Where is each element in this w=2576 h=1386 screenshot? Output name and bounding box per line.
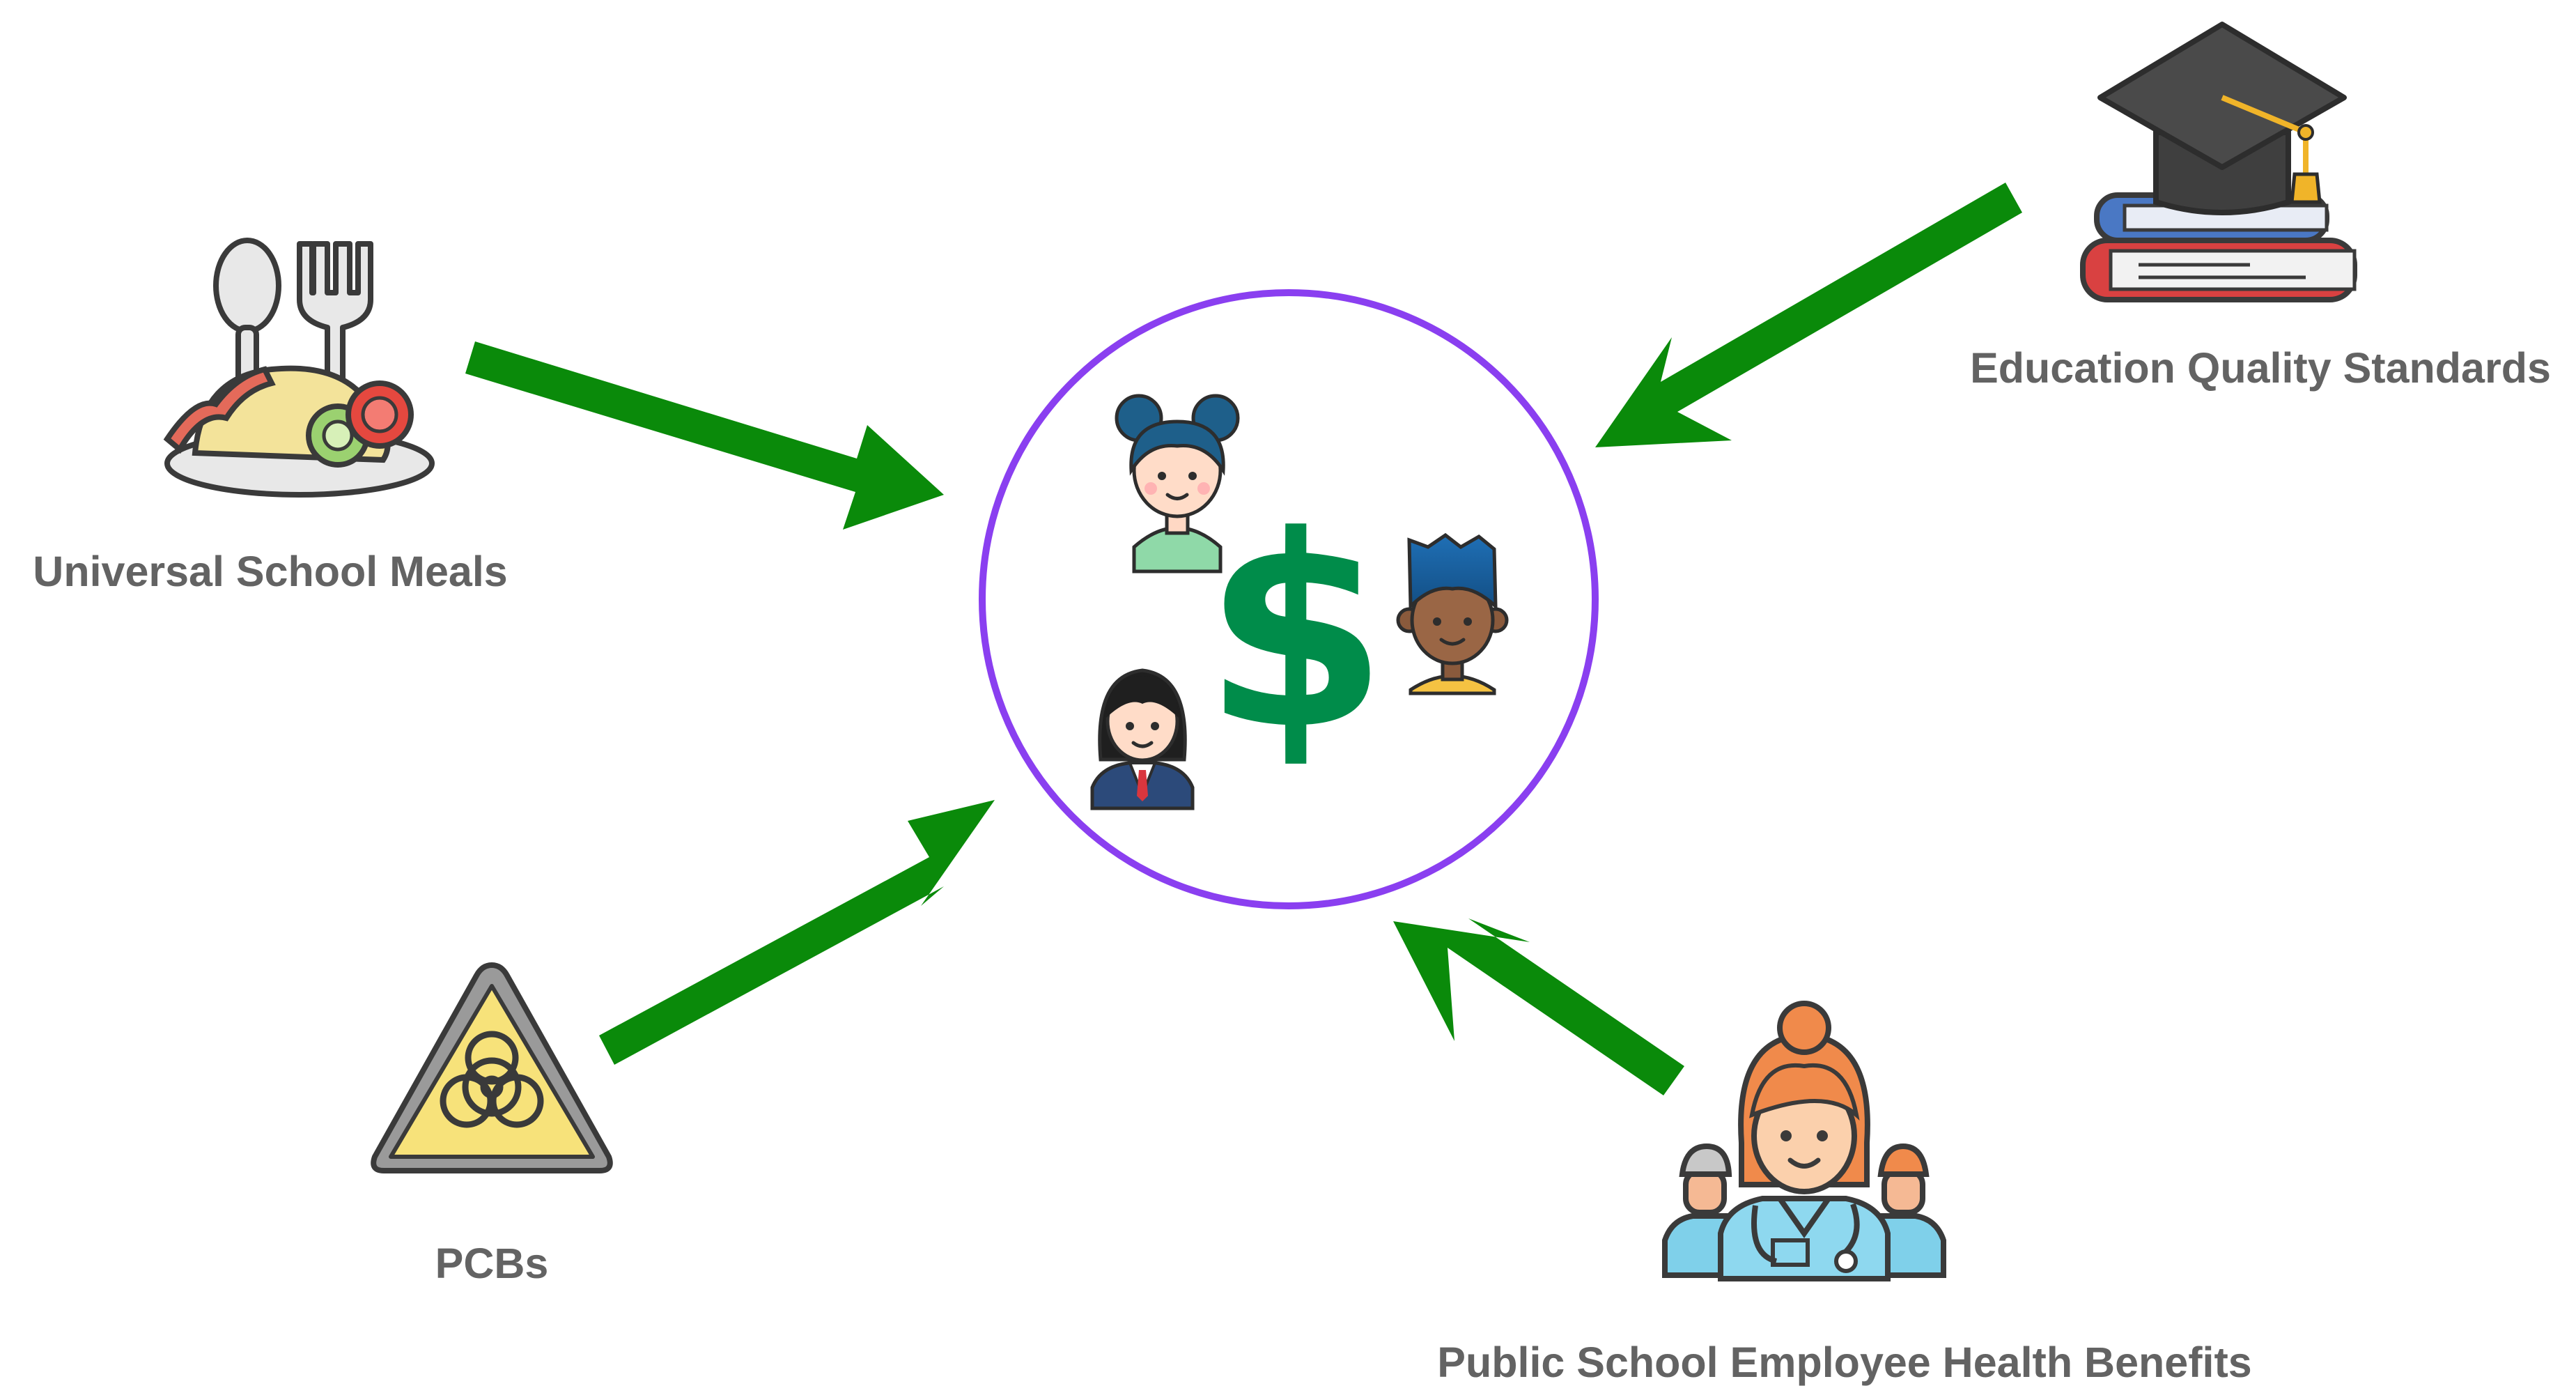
arrow-from-pcbs [599,800,995,1065]
biohazard-sign-icon [371,962,613,1173]
node-label-education: Education Quality Standards [1970,344,2551,392]
meal-plate-icon [163,238,435,498]
arrow-from-health [1393,918,1684,1095]
node-label-health: Public School Employee Health Benefits [1437,1339,2252,1386]
boy-avatar-icon [1396,532,1509,695]
dollar-sign-icon: $ [1204,479,1388,787]
arrow-from-education [1595,183,2022,447]
node-label-pcbs: PCBs [435,1240,549,1287]
arrow-from-meals [465,341,944,530]
node-label-meals: Universal School Meals [33,548,508,595]
girl-with-buns-icon [1115,394,1240,573]
girl-student-icon [1090,668,1195,810]
medical-staff-icon [1662,1001,1946,1281]
graduation-books-icon [2080,22,2357,302]
